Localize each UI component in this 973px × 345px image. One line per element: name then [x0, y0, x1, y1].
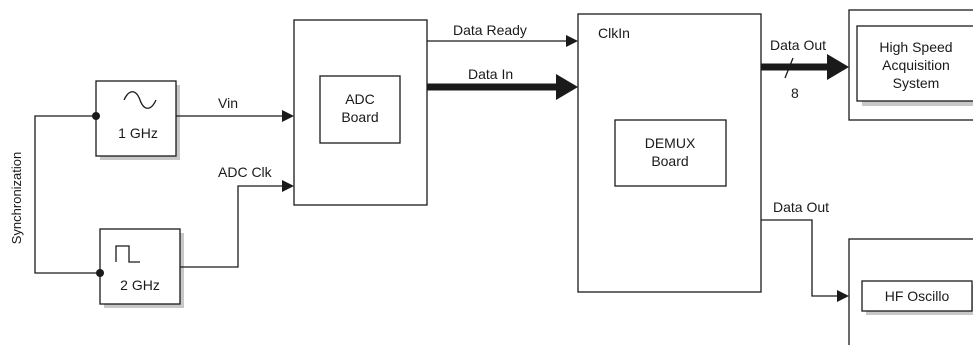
data-ready-signal: Data Ready	[427, 22, 578, 47]
square-pulse-icon	[115, 245, 140, 263]
data-in-bus: Data In	[427, 66, 578, 100]
adc-board-block: ADC Board	[293, 19, 428, 206]
oscillo-label: HF Oscillo	[885, 288, 950, 304]
acquisition-label-line1: High Speed	[879, 39, 952, 55]
sync-junction-top	[92, 112, 100, 120]
synchronization-link: Synchronization	[9, 112, 104, 277]
adc-clk-label: ADC Clk	[218, 164, 273, 180]
adc-board-label-line1: ADC	[345, 91, 375, 107]
data-out-label: Data Out	[773, 199, 829, 215]
acquisition-system-block: High Speed Acquisition System	[848, 9, 973, 121]
adc-board-inner	[319, 75, 401, 144]
demux-board-label-line2: Board	[651, 153, 688, 169]
demux-board-inner	[614, 119, 727, 187]
data-out-signal: Data Out	[761, 199, 849, 302]
oscillo-inner	[861, 280, 973, 312]
data-ready-label: Data Ready	[453, 22, 527, 38]
square-source-label: 2 GHz	[120, 277, 160, 293]
synchronization-label: Synchronization	[9, 152, 24, 245]
clkin-label: ClkIn	[598, 25, 630, 41]
sine-source-block: 1 GHz	[95, 80, 180, 160]
bus-width-label: 8	[791, 85, 799, 101]
sync-junction-bottom	[96, 269, 104, 277]
acquisition-label-line3: System	[893, 75, 940, 91]
demux-board-label-line1: DEMUX	[645, 135, 696, 151]
square-source-block: 2 GHz	[99, 228, 184, 308]
demux-block: ClkIn DEMUX Board	[577, 13, 762, 293]
acquisition-label-line2: Acquisition	[882, 57, 950, 73]
vin-label: Vin	[218, 95, 238, 111]
vin-signal: Vin	[176, 95, 294, 122]
oscillo-block: HF Oscillo	[848, 238, 973, 345]
acquisition-system-inner	[856, 25, 973, 102]
data-out-bus-label: Data Out	[770, 37, 826, 53]
adc-clk-signal: ADC Clk	[180, 164, 294, 268]
adc-board-label-line2: Board	[341, 109, 378, 125]
bus-width-slash	[784, 57, 794, 79]
sine-source-label: 1 GHz	[118, 125, 158, 141]
data-out-bus: Data Out 8	[761, 37, 849, 101]
data-in-label: Data In	[468, 66, 513, 82]
sine-wave-icon	[123, 91, 157, 109]
